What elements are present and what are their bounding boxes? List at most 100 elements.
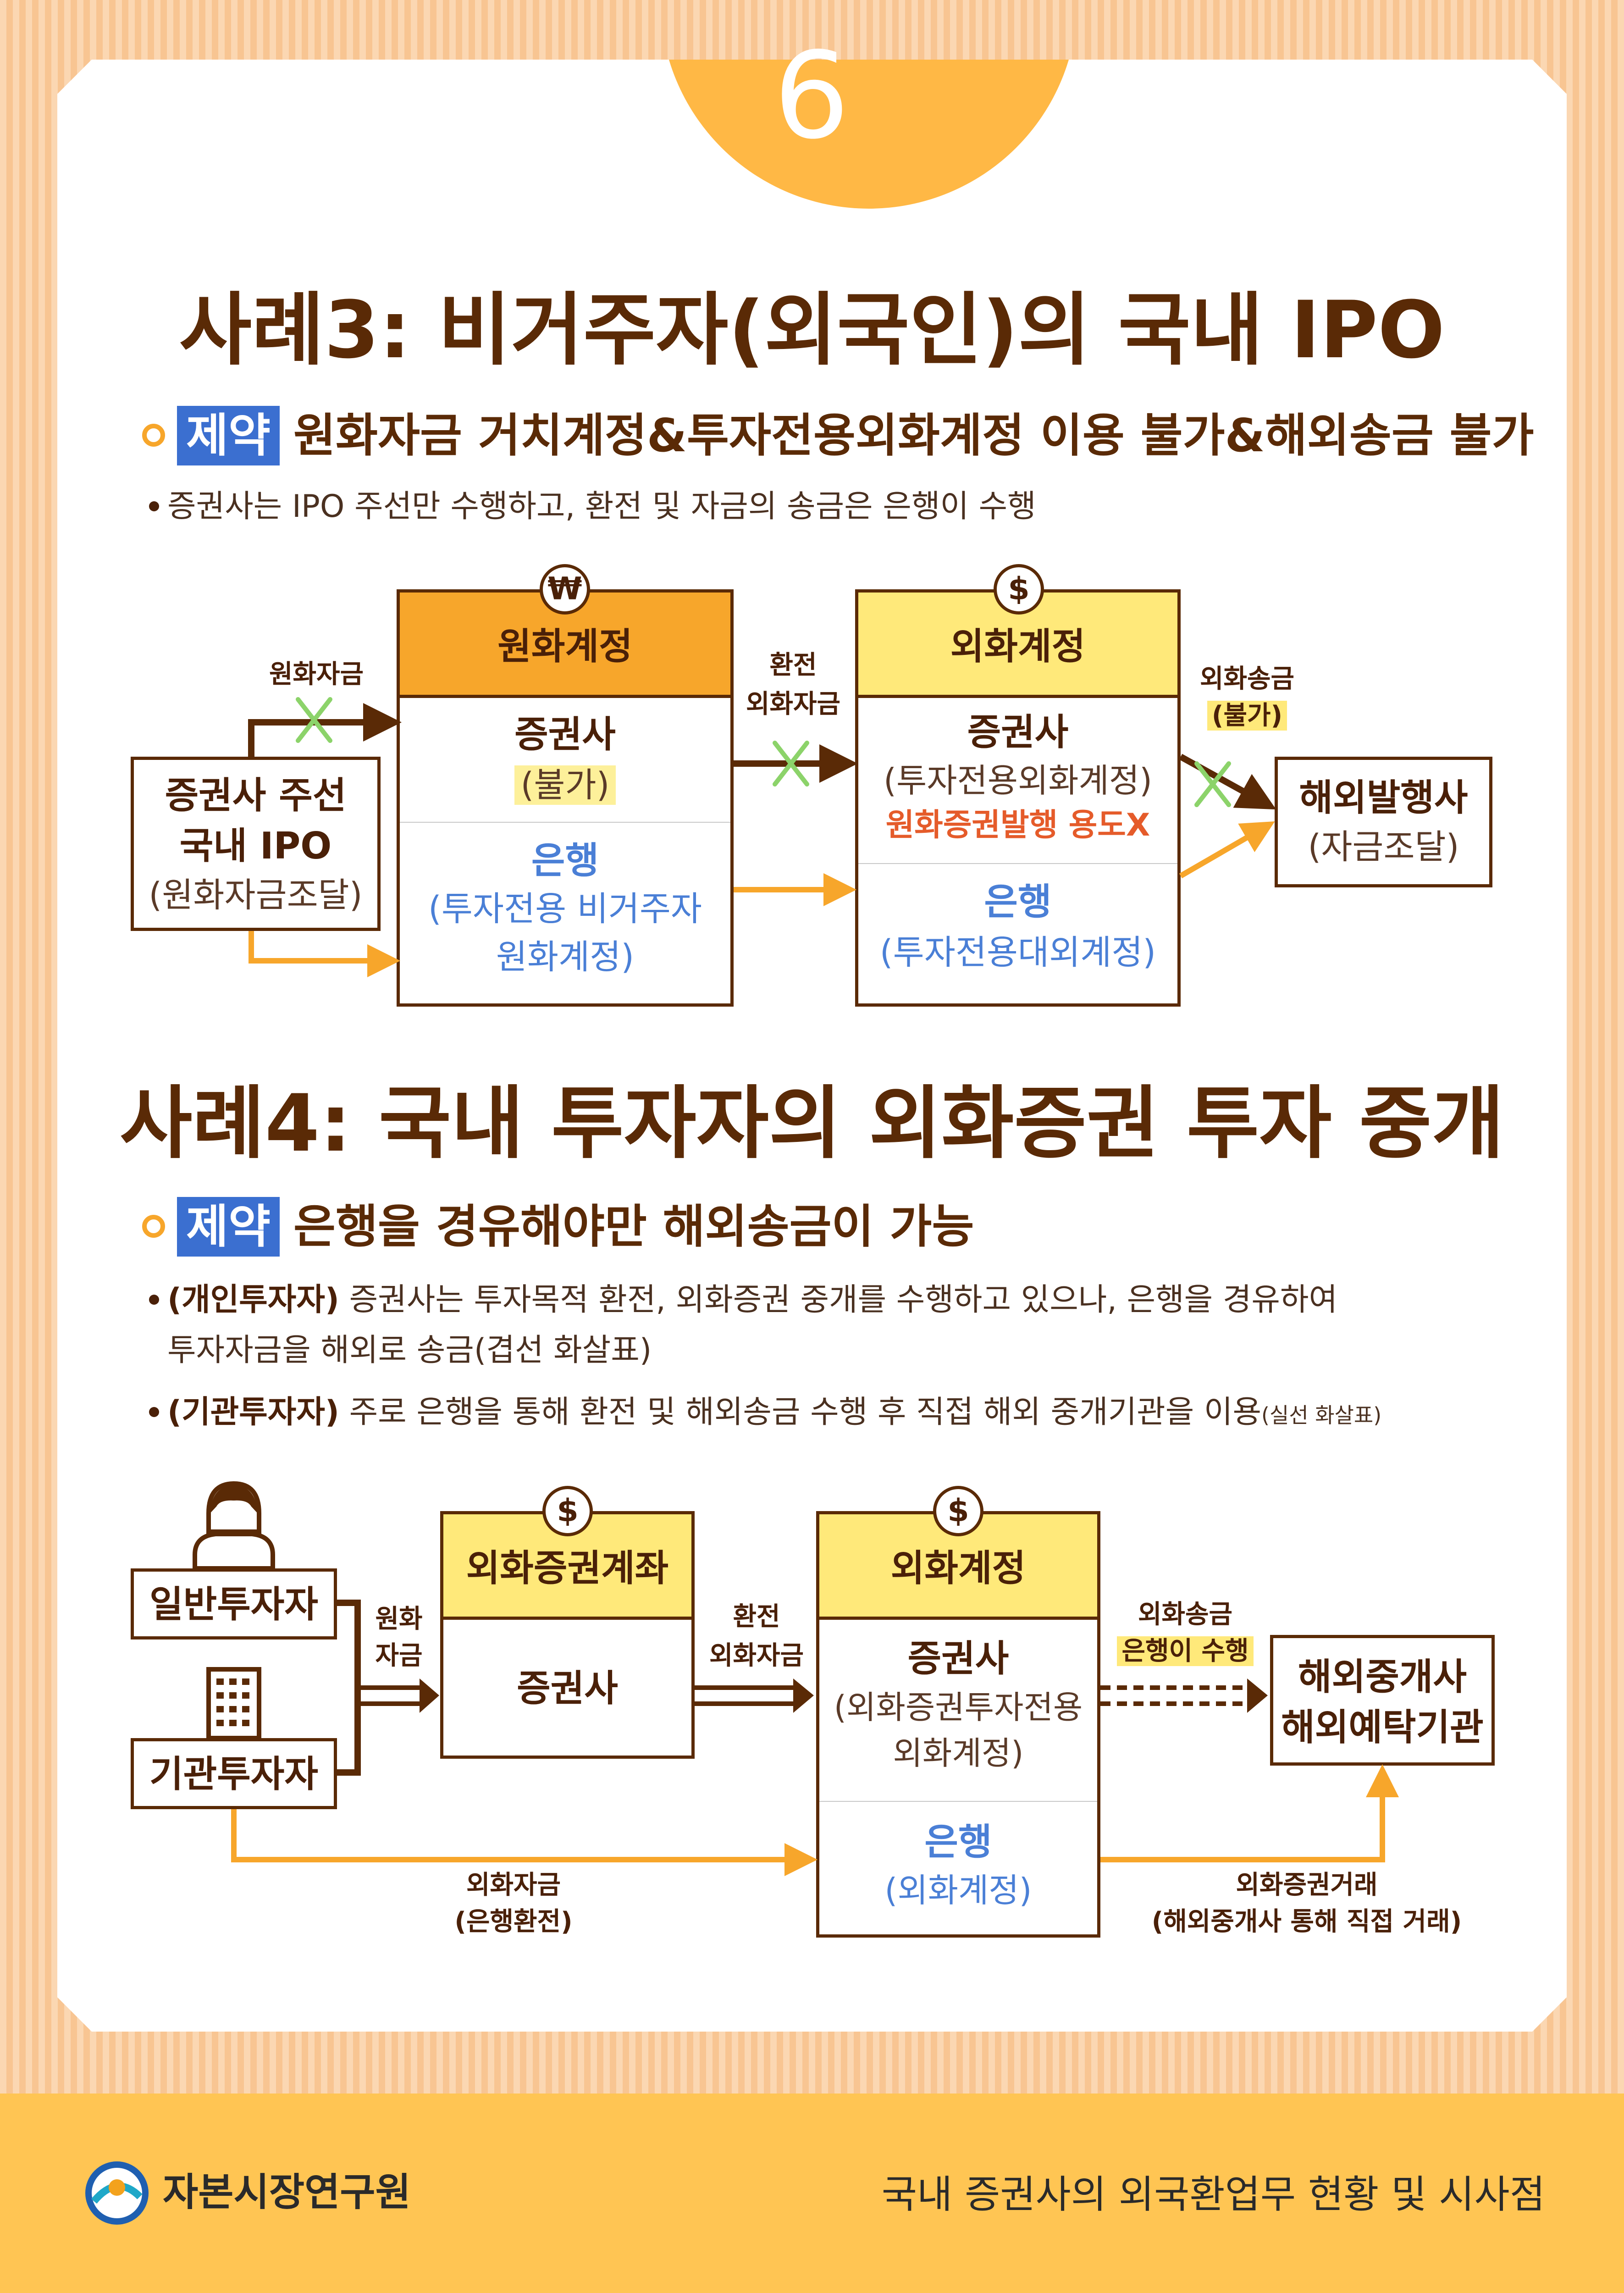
case4-label-bank-exchange1: 외화자금 (466, 1870, 561, 1900)
constraint-tag: 제약 (177, 1197, 280, 1257)
case4-label-krw1: 원화 (375, 1604, 423, 1634)
krw-bank-note1: (투자전용 비거주자 (428, 889, 702, 929)
fx-securities-account-box: 외화증권계좌 증권사 (440, 1511, 695, 1759)
kcmi-logo-icon (85, 2161, 149, 2225)
dot-bullet-icon (149, 1407, 159, 1417)
source-line2: 국내 IPO (179, 825, 332, 867)
case4-fx-divider (819, 1801, 1097, 1802)
dashed-double-arrow-remit (1100, 1685, 1247, 1706)
case4-fx-bank: 은행 (924, 1821, 992, 1863)
case4-fx-broker-note2: 외화계정) (893, 1734, 1024, 1772)
dollar-icon: $ (933, 1486, 983, 1536)
bank-to-overseas-arrow (1100, 1764, 1399, 1862)
case4-fx-account-box: 외화계정 증권사 (외화증권투자전용 외화계정) 은행 (외화계정) (816, 1511, 1100, 1938)
blocked-x-icon (1194, 761, 1231, 807)
case4-fx-broker: 증권사 (907, 1637, 1009, 1680)
case3-fx-account-box: 외화계정 증권사 (투자전용외화계정) 원화증권발행 용도X 은행 (투자전용대… (855, 589, 1181, 1007)
krw-broker-note: (불가) (514, 765, 616, 805)
bullet1-line1: 증권사는 투자목적 환전, 외화증권 중개를 수행하고 있으나, 은행을 경유하… (339, 1282, 1338, 1318)
institutional-investor: 기관투자자 (149, 1753, 318, 1795)
page-number: 6 (773, 27, 850, 166)
fx-securities-broker: 증권사 (517, 1667, 618, 1710)
case4-fx-broker-note1: (외화증권투자전용 (834, 1689, 1083, 1726)
target-line2: (자금조달) (1308, 827, 1459, 867)
target-line1: 해외발행사 (1299, 776, 1468, 819)
case3-bullet: 증권사는 IPO 주선만 수행하고, 환전 및 자금의 송금은 은행이 수행 (149, 484, 1036, 530)
document-title: 국내 증권사의 외국환업무 현황 및 시사점 (881, 2172, 1545, 2217)
case4-bullet2: (기관투자자) 주로 은행을 통해 환전 및 해외송금 수행 후 직접 해외 중… (149, 1390, 1381, 1438)
krw-bank: 은행 (531, 839, 599, 882)
case3-source-box: 증권사 주선 국내 IPO (원화자금조달) (131, 757, 381, 931)
blocked-x-icon (773, 741, 809, 786)
fx-broker-warning: 원화증권발행 용도X (885, 807, 1150, 843)
ring-bullet-icon (142, 423, 165, 447)
case4-bullet1: (개인투자자) 증권사는 투자목적 환전, 외화증권 중개를 수행하고 있으나,… (149, 1277, 1337, 1323)
dot-bullet-icon (149, 1295, 159, 1305)
case3-krw-to-broker-arrow (248, 703, 402, 757)
case3-label-krw-funds: 원화자금 (269, 659, 364, 689)
source-line1: 증권사 주선 (165, 774, 347, 817)
investor-merge-bracket (337, 1600, 361, 1776)
fx-account-title: 외화계정 (858, 593, 1177, 698)
case4-label-exchange1: 환전 (733, 1602, 780, 1632)
krw-broker-note-wrap: (불가) (400, 762, 730, 808)
case4-label-krw2: 자금 (375, 1641, 423, 1671)
person-icon (193, 1481, 275, 1571)
case4-constraint-text: 은행을 경유해야만 해외송금이 가능 (293, 1200, 974, 1253)
org-name: 자본시장연구원 (163, 2170, 411, 2215)
case4-label-direct-trade2: (해외중개사 통해 직접 거래) (1151, 1907, 1462, 1937)
case3-label-remit: 외화송금 (1199, 664, 1295, 694)
case4-label-bank-exchange2: (은행환전) (454, 1907, 573, 1937)
case4-label-direct-trade1: 외화증권거래 (1236, 1870, 1378, 1900)
case3-constraint-text: 원화자금 거치계정&투자전용외화계정 이용 불가&해외송금 불가 (293, 409, 1534, 462)
case3-label-exchange2: 외화자금 (746, 689, 841, 719)
bullet2-bold: (기관투자자) (167, 1394, 339, 1430)
dollar-icon: $ (994, 564, 1044, 615)
blocked-x-icon (296, 697, 332, 743)
ring-bullet-icon (142, 1214, 165, 1238)
institution-to-bank-arrow (231, 1809, 818, 1876)
bullet1-line2: 투자자금을 해외로 송금(겹선 화살표) (167, 1332, 652, 1368)
case4-label-remit-note: 은행이 수행 (1117, 1636, 1254, 1666)
case4-target-line1: 해외중개사 (1298, 1656, 1467, 1698)
krw-bank-note2: 원화계정) (496, 937, 635, 977)
source-line3: (원화자금조달) (149, 875, 363, 915)
won-icon: ₩ (540, 564, 590, 615)
case4-target-line2: 해외예탁기관 (1281, 1706, 1484, 1749)
double-arrow-exchange (695, 1678, 814, 1713)
case3-label-exchange1: 환전 (769, 650, 817, 680)
case3-krw-to-bank-arrow (249, 931, 400, 977)
dot-bullet-icon (149, 501, 159, 511)
fx-bank-note: (투자전용대외계정) (879, 933, 1156, 972)
fx-broker-note: (투자전용외화계정) (883, 761, 1153, 800)
bullet1-bold: (개인투자자) (167, 1282, 339, 1318)
fx-bank: 은행 (984, 881, 1052, 923)
individual-investor-box: 일반투자자 (131, 1568, 337, 1639)
constraint-tag: 제약 (177, 406, 280, 465)
krw-divider (400, 822, 730, 823)
bullet2-small: (실선 화살표) (1261, 1403, 1382, 1428)
case4-target-box: 해외중개사 해외예탁기관 (1270, 1635, 1495, 1766)
case3-label-remit-note: (불가) (1207, 701, 1287, 731)
case4-fx-bank-note: (외화계정) (884, 1871, 1032, 1910)
case3-title: 사례3: 비거주자(외국인)의 국내 IPO (179, 284, 1445, 376)
krw-broker: 증권사 (514, 713, 616, 756)
footer-bar (0, 2094, 1624, 2293)
double-arrow-krw (358, 1678, 439, 1713)
bullet2-text: 주로 은행을 통해 환전 및 해외송금 수행 후 직접 해외 중개기관을 이용 (339, 1394, 1262, 1430)
case4-label-remit: 외화송금 (1138, 1600, 1233, 1629)
fx-divider (858, 863, 1177, 864)
case4-label-remit-note-wrap: 은행이 수행 (1098, 1635, 1272, 1668)
case3-label-remit-note-wrap: (불가) (1174, 699, 1320, 732)
case4-label-exchange2: 외화자금 (709, 1641, 804, 1671)
remit-arrowhead (1247, 1678, 1268, 1713)
case4-title: 사례4: 국내 투자자의 외화증권 투자 중개 (120, 1077, 1504, 1169)
dollar-icon: $ (542, 1486, 593, 1536)
building-icon (206, 1667, 261, 1740)
case3-bullet-text: 증권사는 IPO 주선만 수행하고, 환전 및 자금의 송금은 은행이 수행 (167, 488, 1036, 525)
fx-broker: 증권사 (967, 711, 1069, 753)
case3-krw-account-box: 원화계정 증권사 (불가) 은행 (투자전용 비거주자 원화계정) (397, 589, 734, 1007)
